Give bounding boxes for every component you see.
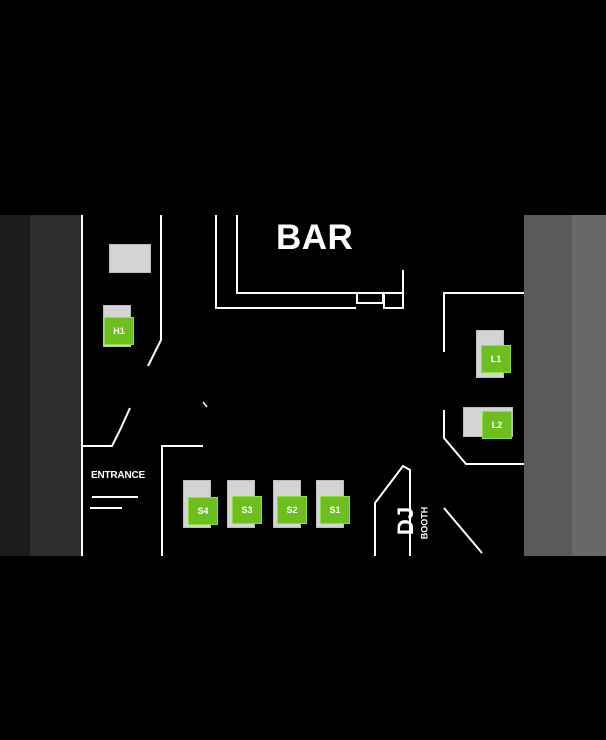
furniture-block [109,244,151,273]
dj-label: DJ [393,506,419,536]
booth-label: BOOTH [419,506,430,540]
left-wall-inner [30,215,82,556]
lounge-wall-top [443,292,524,352]
bar-counter-outer [215,215,356,309]
table-l2[interactable]: L2 [482,411,512,439]
table-h1[interactable]: H1 [104,317,134,345]
bar-counter-inner [236,215,404,294]
table-s4[interactable]: S4 [188,497,218,525]
table-l1[interactable]: L1 [481,345,511,373]
bar-service-box-2 [383,292,404,309]
right-wall-outer [572,215,606,556]
wall-line-h1-column [147,215,162,367]
bar-service-box [356,292,384,304]
table-s3[interactable]: S3 [232,496,262,524]
left-wall-outer [0,215,30,556]
dj-booth-diagonal [443,507,483,554]
partition-lower-left [161,445,203,556]
lounge-wall-bottom [443,410,524,465]
entrance-label: ENTRANCE [91,470,145,481]
entrance-rail [82,407,131,447]
right-wall-inner [524,215,572,556]
table-s2[interactable]: S2 [277,496,307,524]
dj-booth-wall [374,464,411,556]
bar-label: BAR [276,218,354,257]
table-s1[interactable]: S1 [320,496,350,524]
